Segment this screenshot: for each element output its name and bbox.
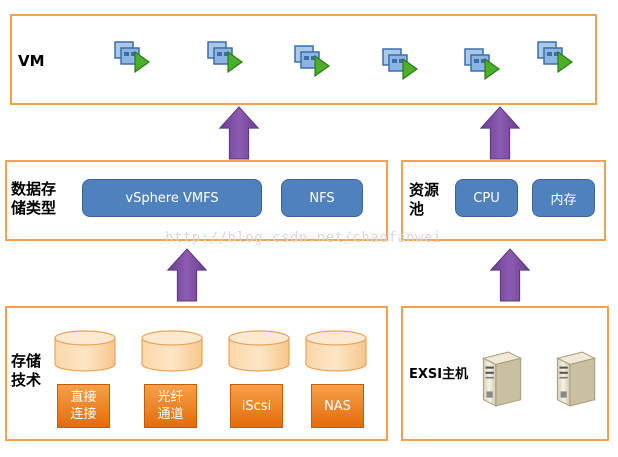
box-line: 连接	[70, 407, 97, 422]
box-line: 光纤	[157, 390, 184, 405]
up-arrow-icon	[166, 248, 208, 302]
disk-icon	[227, 330, 291, 372]
up-arrow-icon	[218, 106, 260, 160]
server-icon	[551, 350, 597, 408]
storage-tech-label: 存储 技术	[11, 352, 41, 390]
label-line: 数据存	[11, 180, 57, 198]
datastore-type-label: 数据存 储类型	[11, 180, 56, 218]
label-line: 资源	[409, 181, 440, 199]
nfs-box: NFS	[281, 179, 363, 217]
resource-pool-label: 资源 池	[409, 181, 439, 219]
up-arrow-icon	[489, 248, 531, 302]
disk-icon	[140, 330, 204, 372]
up-arrow-icon	[479, 106, 521, 160]
server-icon	[477, 350, 523, 408]
label-line: 存储	[11, 352, 42, 370]
box-line: 直接	[70, 390, 97, 405]
vm-label: VM	[18, 52, 45, 70]
memory-box: 内存	[532, 179, 595, 217]
disk-icon	[304, 330, 368, 372]
vmfs-box: vSphere VMFS	[82, 179, 262, 217]
vm-icon	[463, 47, 501, 83]
direct-attach-box: 直接 连接	[57, 384, 110, 428]
watermark: http://blog.csdn.net/chaofanwei	[165, 230, 442, 246]
vm-icon	[206, 40, 244, 76]
box-line: 通道	[157, 407, 184, 422]
vm-icon	[536, 40, 574, 76]
label-line: 池	[409, 200, 425, 218]
vm-icon	[113, 40, 151, 76]
label-line: 技术	[11, 371, 42, 389]
label-line: 储类型	[11, 199, 57, 217]
fibre-channel-box: 光纤 通道	[144, 384, 197, 428]
vm-icon	[381, 47, 419, 83]
iscsi-box: iScsi	[230, 384, 283, 428]
vm-icon	[293, 44, 331, 80]
esxi-host-label: EXSI主机	[409, 367, 469, 382]
nas-box: NAS	[311, 384, 364, 428]
disk-icon	[53, 330, 117, 372]
cpu-box: CPU	[455, 179, 518, 217]
